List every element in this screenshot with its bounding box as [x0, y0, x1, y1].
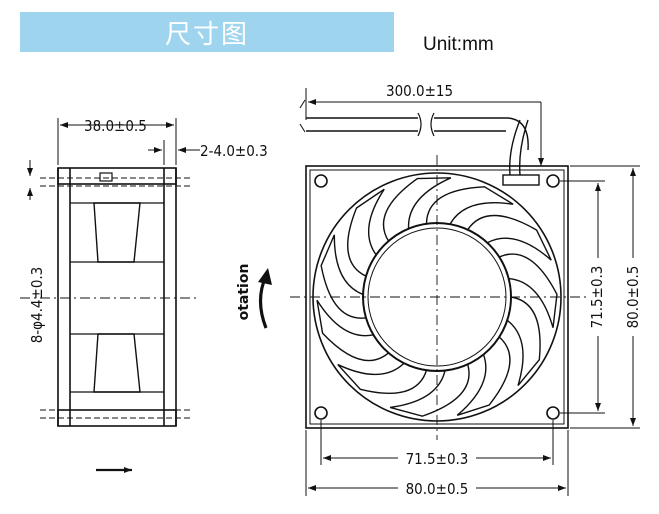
cable-length-dimension: 300.0±15	[386, 82, 453, 100]
fan-blade	[467, 214, 552, 261]
fan-blade	[425, 186, 514, 225]
flange-dimension: 2-4.0±0.3	[200, 142, 268, 160]
hole-spacing-vertical: 71.5±0.3	[588, 266, 606, 329]
fan-blade	[316, 299, 389, 362]
size-horizontal: 80.0±0.5	[406, 480, 469, 498]
fan-blade	[320, 234, 367, 319]
fan-blade	[498, 253, 558, 328]
fan-blade	[347, 188, 385, 277]
rotation-arrow-icon	[258, 275, 268, 329]
unit-label: Unit:mm	[423, 34, 494, 55]
depth-dimension: 38.0±0.5	[84, 117, 147, 135]
size-vertical: 80.0±0.5	[624, 266, 642, 329]
hole-spacing-horizontal: 71.5±0.3	[406, 450, 469, 468]
fan-blade	[456, 336, 511, 416]
holes-dimension: 8-φ4.4±0.3	[28, 267, 46, 344]
rotation-arrowhead-icon	[258, 268, 272, 285]
rotation-label: otation	[236, 264, 252, 321]
fan-blade	[337, 362, 428, 395]
front-view	[290, 88, 640, 496]
title-banner: 尺寸图	[20, 12, 394, 52]
side-view	[20, 118, 200, 473]
fan-blade	[506, 296, 541, 386]
fan-blade	[389, 364, 470, 417]
page-title: 尺寸图	[164, 19, 249, 50]
fan-blade	[382, 177, 452, 242]
